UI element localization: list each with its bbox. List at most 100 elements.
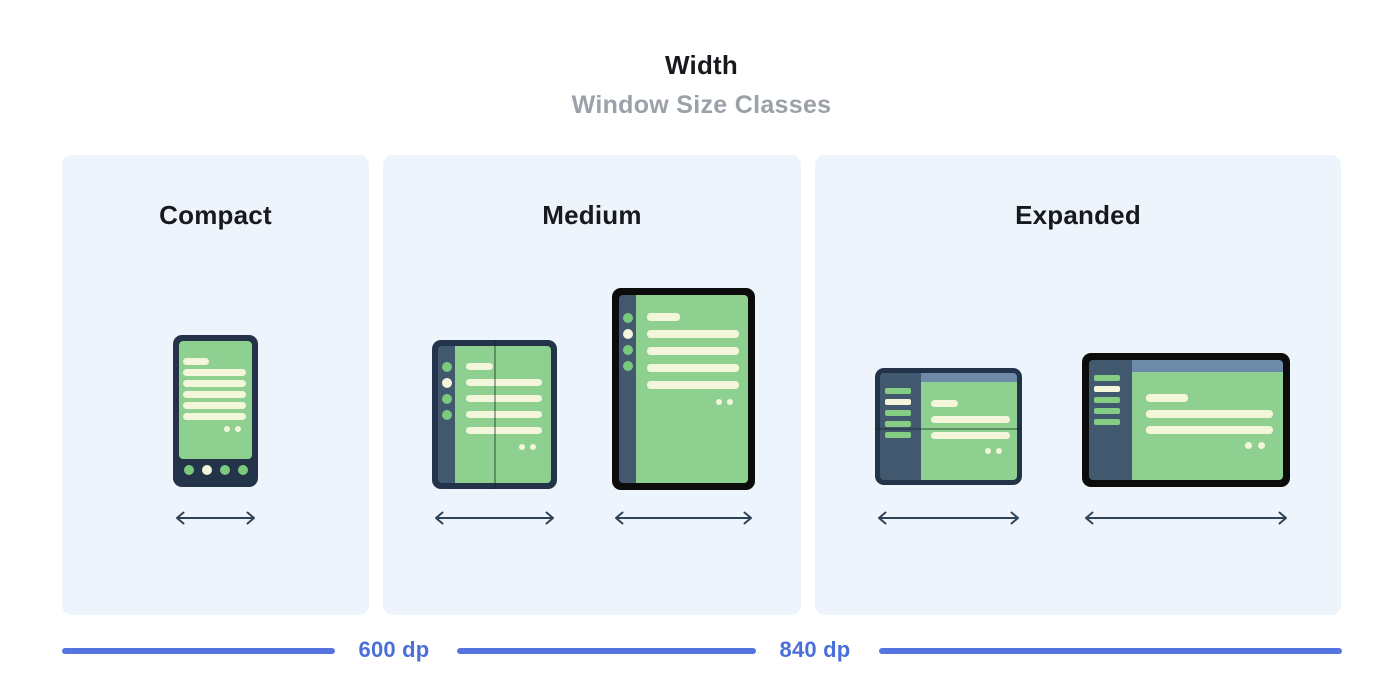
text-line	[183, 358, 210, 365]
tablet-landscape-illustration	[1082, 353, 1290, 487]
text-line	[1146, 410, 1273, 418]
dot-icon	[530, 444, 536, 450]
fold-crease	[493, 340, 496, 489]
foldable-landscape-illustration	[875, 368, 1022, 485]
text-line	[466, 379, 542, 386]
text-line	[466, 411, 542, 418]
nav-dot-icon	[183, 465, 194, 475]
panel-compact: Compact	[62, 155, 369, 615]
sidebar-bar	[885, 388, 911, 394]
content-area	[1132, 372, 1283, 480]
foldable-body	[438, 346, 551, 483]
main-pane	[1132, 360, 1283, 480]
sidebar-bar	[885, 399, 911, 405]
sidebar-bar	[1094, 375, 1120, 381]
page-title: Width	[665, 50, 738, 80]
content-area	[921, 382, 1017, 480]
dot-icon	[235, 426, 241, 432]
rail-dot-icon	[622, 345, 633, 355]
rail-dot-icon	[441, 378, 452, 388]
rail-dot-icon	[441, 410, 452, 420]
text-line	[647, 381, 739, 389]
nav-dot-icon	[219, 465, 230, 475]
panel-title-expanded: Expanded	[1015, 200, 1141, 230]
panel-title-compact: Compact	[159, 200, 272, 230]
nav-dot-icon	[237, 465, 248, 475]
text-line	[647, 347, 739, 355]
dot-icon	[1245, 442, 1252, 449]
text-line	[183, 369, 246, 376]
rail-dot-icon	[622, 361, 633, 371]
tablet-portrait-illustration	[612, 288, 755, 490]
panel-medium: Medium	[383, 155, 801, 615]
ruler-line	[62, 648, 335, 654]
text-line	[183, 391, 246, 398]
rail-dot-icon	[622, 329, 633, 339]
text-line	[466, 427, 542, 434]
text-line	[183, 402, 246, 409]
width-arrow-icon	[878, 511, 1019, 525]
text-line	[1146, 394, 1188, 402]
rail-dot-icon	[622, 313, 633, 323]
dot-icon	[519, 444, 525, 450]
tablet-screen	[636, 295, 748, 483]
phone-body	[179, 341, 252, 481]
action-dots	[466, 444, 542, 450]
rail-dot-icon	[441, 362, 452, 372]
dot-icon	[727, 399, 733, 405]
sidebar-nav	[880, 373, 921, 480]
fold-crease	[875, 427, 1022, 430]
action-dots	[647, 399, 739, 405]
ruler-line	[879, 648, 1342, 654]
main-pane	[921, 373, 1017, 480]
nav-rail	[438, 346, 455, 483]
page-subtitle: Window Size Classes	[571, 91, 832, 119]
foldable-screen	[455, 346, 551, 483]
text-line	[647, 330, 739, 338]
dot-icon	[716, 399, 722, 405]
tablet-body	[1089, 360, 1283, 480]
text-line	[466, 363, 494, 370]
app-topbar	[921, 373, 1017, 382]
width-arrow-icon	[1085, 511, 1287, 525]
text-line	[1146, 426, 1273, 434]
text-line	[183, 380, 246, 387]
text-line	[931, 416, 1010, 423]
sidebar-bar	[885, 410, 911, 416]
breakpoint-840dp: 840 dp	[779, 637, 851, 662]
nav-dot-icon	[201, 465, 212, 475]
panel-title-medium: Medium	[542, 200, 642, 230]
action-dots	[1146, 442, 1273, 449]
phone-navbar	[179, 459, 252, 481]
panel-expanded: Expanded	[815, 155, 1341, 615]
sidebar-bar	[1094, 419, 1120, 425]
text-line	[466, 395, 542, 402]
sidebar-bar	[885, 432, 911, 438]
tablet-body	[619, 295, 748, 483]
foldable-body	[880, 373, 1017, 480]
phone-illustration	[173, 335, 258, 487]
dot-icon	[996, 448, 1002, 454]
sidebar-bar	[885, 421, 911, 427]
text-line	[931, 432, 1010, 439]
text-line	[647, 364, 739, 372]
nav-rail	[619, 295, 636, 483]
text-line	[183, 413, 246, 420]
sidebar-bar	[1094, 408, 1120, 414]
app-topbar	[1132, 360, 1283, 372]
width-arrow-icon	[176, 511, 255, 525]
foldable-portrait-illustration	[432, 340, 557, 489]
dot-icon	[985, 448, 991, 454]
action-dots	[931, 448, 1010, 454]
action-dots	[183, 426, 246, 432]
dot-icon	[1258, 442, 1265, 449]
dot-icon	[224, 426, 230, 432]
diagram-header: Width Window Size Classes	[62, 0, 1341, 120]
ruler-line	[457, 648, 756, 654]
sidebar-bar	[1094, 397, 1120, 403]
width-arrow-icon	[435, 511, 554, 525]
text-line	[647, 313, 681, 321]
text-line	[931, 400, 958, 407]
breakpoint-600dp: 600 dp	[358, 637, 430, 662]
